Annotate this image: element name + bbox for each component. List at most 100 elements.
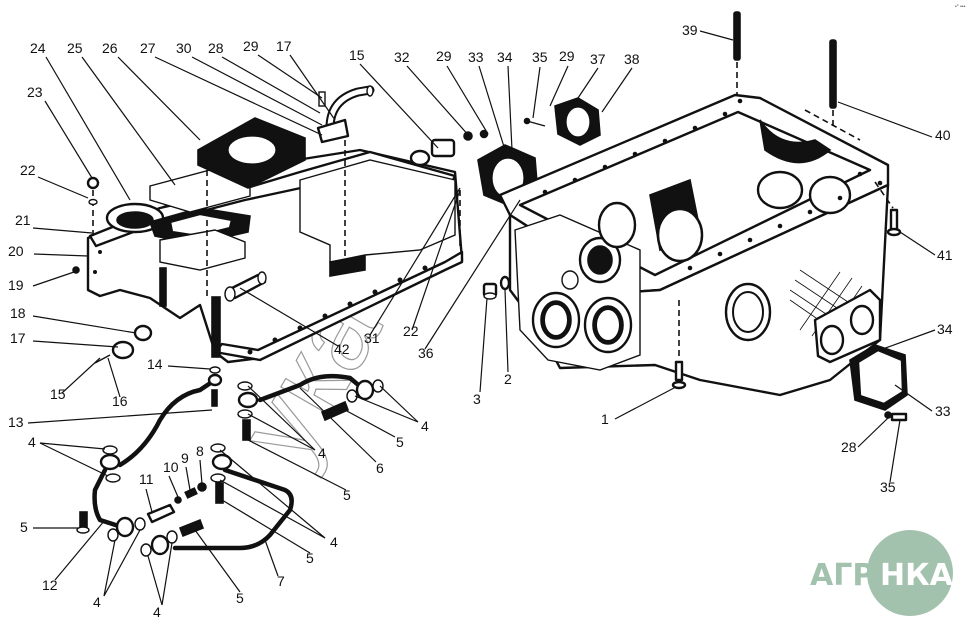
leader-line — [27, 409, 213, 424]
leader-line — [344, 409, 396, 438]
main-gearbox-housing — [482, 11, 902, 397]
callout-35: 35 — [880, 419, 901, 495]
callout-4: 4 — [28, 434, 109, 477]
callout-number: 32 — [394, 49, 410, 65]
callout-number: 7 — [277, 573, 285, 589]
rear-cover-33 — [849, 344, 908, 422]
callout-number: 29 — [243, 38, 259, 54]
leader-line — [61, 357, 101, 394]
leader-line — [199, 459, 203, 485]
leader-line — [406, 65, 471, 138]
logo-text-left: АГРО — [810, 558, 900, 593]
corner-mark: •° ••• — [955, 4, 966, 10]
leader-line — [379, 385, 419, 423]
callout-5: 5 — [221, 499, 314, 566]
callout-14: 14 — [147, 356, 211, 372]
callout-number: 21 — [15, 212, 31, 228]
callout-number: 1 — [601, 411, 609, 427]
callout-number: 4 — [421, 418, 429, 434]
callout-40: 40 — [837, 101, 951, 143]
callout-number: 18 — [10, 305, 26, 321]
callout-12: 12 — [42, 519, 106, 593]
leader-line — [168, 475, 179, 498]
leader-line — [107, 357, 121, 398]
callout-21: 21 — [15, 212, 93, 234]
callout-28: 28 — [208, 40, 321, 114]
callout-29: 29 — [549, 48, 575, 107]
callout-39: 39 — [682, 22, 734, 41]
leader-line — [549, 65, 569, 107]
callout-19: 19 — [8, 271, 75, 293]
logo-text-right: НКА — [880, 558, 954, 593]
callout-number: 20 — [8, 243, 24, 259]
leader-line — [837, 101, 933, 138]
callout-1: 1 — [601, 387, 675, 427]
leader-line — [39, 442, 106, 450]
leader-line — [504, 289, 509, 373]
callout-number: 41 — [937, 247, 953, 263]
leader-line — [899, 231, 936, 256]
callout-41: 41 — [899, 231, 953, 263]
callout-22: 22 — [20, 162, 89, 199]
callout-23: 23 — [27, 84, 93, 179]
callout-number: 31 — [364, 330, 380, 346]
gasket-37-38 — [523, 97, 601, 146]
callout-number: 8 — [196, 443, 204, 459]
oil-lines — [72, 176, 384, 557]
callout-5: 5 — [194, 529, 244, 606]
callout-5: 5 — [20, 519, 78, 535]
callout-number: 33 — [935, 403, 951, 419]
leader-line — [601, 67, 633, 113]
pin-42 — [224, 271, 267, 302]
callout-38: 38 — [601, 51, 640, 113]
callout-4: 4 — [247, 385, 326, 461]
callout-number: 3 — [473, 391, 481, 407]
callout-4: 4 — [93, 529, 141, 610]
callout-number: 28 — [208, 40, 224, 56]
leader-line — [354, 395, 419, 423]
leader-line — [614, 387, 675, 420]
leader-line — [54, 519, 106, 581]
callout-number: 2 — [504, 371, 512, 387]
leader-line — [147, 555, 163, 606]
callout-4: 4 — [219, 449, 338, 550]
callout-35: 35 — [532, 49, 548, 119]
leader-line — [879, 329, 936, 351]
callout-number: 42 — [334, 341, 350, 357]
callout-number: 5 — [306, 550, 314, 566]
callout-number: 9 — [181, 450, 189, 466]
callout-number: 4 — [330, 534, 338, 550]
leader-line — [247, 413, 316, 451]
callout-number: 17 — [276, 38, 292, 54]
leader-line — [369, 187, 461, 336]
leader-line — [32, 315, 137, 334]
callout-number: 35 — [532, 49, 548, 65]
callout-number: 39 — [682, 22, 698, 38]
leader-line — [219, 479, 326, 539]
callout-7: 7 — [264, 539, 285, 589]
callout-number: 29 — [559, 48, 575, 64]
callout-29: 29 — [436, 48, 489, 135]
leader-line — [219, 449, 326, 539]
leader-line — [194, 529, 241, 593]
leader-line — [32, 340, 119, 348]
callout-number: 30 — [176, 40, 192, 56]
leader-line — [37, 176, 89, 199]
leader-line — [32, 227, 93, 234]
leader-line — [103, 539, 116, 597]
callout-5: 5 — [247, 439, 351, 503]
leader-line — [103, 529, 141, 597]
leader-line — [161, 542, 173, 606]
callout-36: 36 — [418, 199, 521, 361]
callout-number: 16 — [112, 393, 128, 409]
callout-number: 4 — [28, 434, 36, 450]
callout-8: 8 — [196, 443, 204, 485]
leader-line — [185, 466, 191, 491]
leader-line — [247, 439, 347, 491]
leader-line — [33, 253, 89, 257]
callout-number: 5 — [343, 487, 351, 503]
callout-number: 28 — [841, 439, 857, 455]
leader-line — [264, 539, 279, 577]
leader-line — [889, 419, 901, 483]
